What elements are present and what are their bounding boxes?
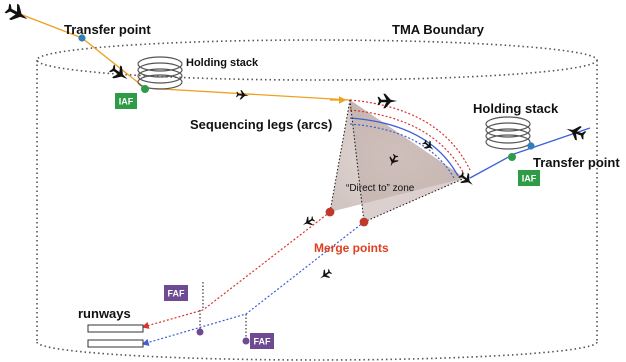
tma-cylinder [36, 39, 598, 361]
runway-icon [87, 324, 144, 348]
runways-label: runways [78, 306, 131, 321]
iaf-point-icon [141, 85, 149, 93]
svg-text:IAF: IAF [522, 174, 537, 184]
left-inbound-route [19, 13, 351, 104]
red-final-approach [141, 211, 331, 329]
transfer-point-icon [527, 142, 535, 150]
aircraft-icon [317, 267, 334, 283]
iaf-badge-left: IAF [115, 93, 137, 109]
holding-stack-icon [137, 56, 183, 90]
sequencing-legs-label: Sequencing legs (arcs) [190, 117, 332, 132]
aircraft-icon [235, 89, 250, 101]
merge-point-icon [325, 207, 335, 217]
merge-points-label: Merge points [314, 241, 389, 255]
svg-text:FAF: FAF [254, 337, 272, 347]
transfer-point-icon [78, 34, 86, 42]
aircraft-icon [2, 0, 32, 27]
aircraft-icon [564, 122, 588, 143]
transfer-point-label-right: Transfer point [533, 155, 620, 170]
holding-stack-icon [485, 116, 531, 150]
holding-stack-label-right: Holding stack [473, 101, 559, 116]
holding-stack-label-left: Holding stack [186, 57, 259, 69]
direct-to-zone-label: “Direct to” zone [346, 183, 415, 194]
merge-connectors [329, 99, 466, 223]
sequencing-arcs [349, 99, 471, 179]
iaf-point-icon [508, 153, 516, 161]
aircraft-icon [300, 214, 317, 229]
faf-fix-markers [196, 282, 250, 345]
svg-text:FAF: FAF [168, 289, 186, 299]
svg-text:IAF: IAF [119, 97, 134, 107]
iaf-badge-right: IAF [518, 170, 540, 186]
tma-boundary-label: TMA Boundary [392, 22, 485, 37]
faf-badge-lower: FAF [250, 333, 274, 349]
transfer-point-label-left: Transfer point [64, 22, 151, 37]
merge-point-icon [359, 217, 369, 227]
faf-badge-upper: FAF [164, 285, 188, 301]
